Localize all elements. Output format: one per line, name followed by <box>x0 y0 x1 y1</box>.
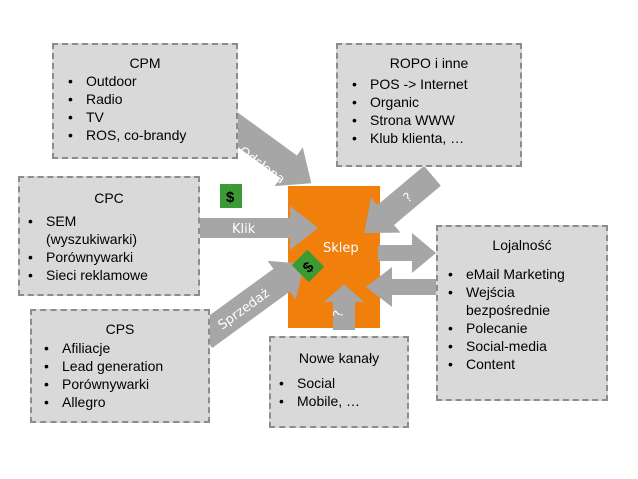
cps-list: Afiliacje Lead generation Porównywarki A… <box>40 339 163 411</box>
list-item: Outdoor <box>64 72 186 90</box>
list-item: Content <box>444 355 565 373</box>
list-item: POS -> Internet <box>348 75 468 93</box>
nowe-kanaly-title: Nowe kanały <box>298 350 380 366</box>
to-lojalnosc-arrow <box>378 233 436 273</box>
cps-box: CPS Afiliacje Lead generation Porównywar… <box>30 309 210 423</box>
klik-arrow <box>200 206 318 250</box>
list-item: TV <box>64 108 186 126</box>
list-item: Polecanie <box>444 319 565 337</box>
lojalnosc-title: Lojalność <box>492 237 552 253</box>
list-item: Afiliacje <box>40 339 163 357</box>
list-item: Allegro <box>40 393 163 411</box>
dollar-badge-sprzedaz: $ <box>291 249 325 283</box>
list-item: Sieci reklamowe <box>24 266 148 284</box>
list-item: Radio <box>64 90 186 108</box>
list-item: Porównywarki <box>24 248 148 266</box>
list-item: Organic <box>348 93 468 111</box>
nowe-question: ? <box>331 309 347 318</box>
list-item: Social-media <box>444 337 565 355</box>
ropo-list: POS -> Internet Organic Strona WWW Klub … <box>348 75 468 147</box>
nowe-arrow <box>324 284 364 330</box>
ropo-arrow <box>364 165 441 233</box>
list-item: Klub klienta, … <box>348 129 468 147</box>
list-item: eMail Marketing <box>444 265 565 283</box>
sklep-label: Sklep <box>323 241 359 256</box>
cpc-title: CPC <box>94 190 124 206</box>
list-item: Wejścia <box>444 283 565 301</box>
dollar-badge-klik: $ <box>220 184 242 208</box>
list-item: SEM <box>24 212 148 230</box>
sprzedaz-arrow <box>195 260 305 348</box>
ropo-box: ROPO i inne POS -> Internet Organic Stro… <box>336 43 522 167</box>
lojalnosc-box: Lojalność eMail Marketing Wejścia bezpoś… <box>436 225 608 401</box>
svg-text:$: $ <box>226 189 235 206</box>
ropo-title: ROPO i inne <box>389 55 469 71</box>
from-lojalnosc-arrow <box>366 267 436 307</box>
cpc-box: CPC SEM (wyszukiwarki) Porównywarki Siec… <box>18 176 200 296</box>
list-item: Social <box>275 374 360 392</box>
cpm-title: CPM <box>129 55 161 71</box>
cps-title: CPS <box>105 321 135 337</box>
list-item: (wyszukiwarki) <box>46 231 137 247</box>
list-item: Porównywarki <box>40 375 163 393</box>
cpc-list: SEM (wyszukiwarki) Porównywarki Sieci re… <box>24 212 148 284</box>
cpm-box: CPM Outdoor Radio TV ROS, co-brandy <box>52 43 238 159</box>
nowe-kanaly-list: Social Mobile, … <box>275 374 360 410</box>
list-item: ROS, co-brandy <box>64 126 186 144</box>
list-item: Strona WWW <box>348 111 468 129</box>
cpm-list: Outdoor Radio TV ROS, co-brandy <box>64 72 186 144</box>
klik-label: Klik <box>232 222 256 237</box>
list-item: bezpośrednie <box>466 302 551 318</box>
list-item: Lead generation <box>40 357 163 375</box>
nowe-kanaly-box: Nowe kanały Social Mobile, … <box>269 336 409 428</box>
list-item: Mobile, … <box>275 392 360 410</box>
lojalnosc-list: eMail Marketing Wejścia bezpośrednie Pol… <box>444 265 565 373</box>
